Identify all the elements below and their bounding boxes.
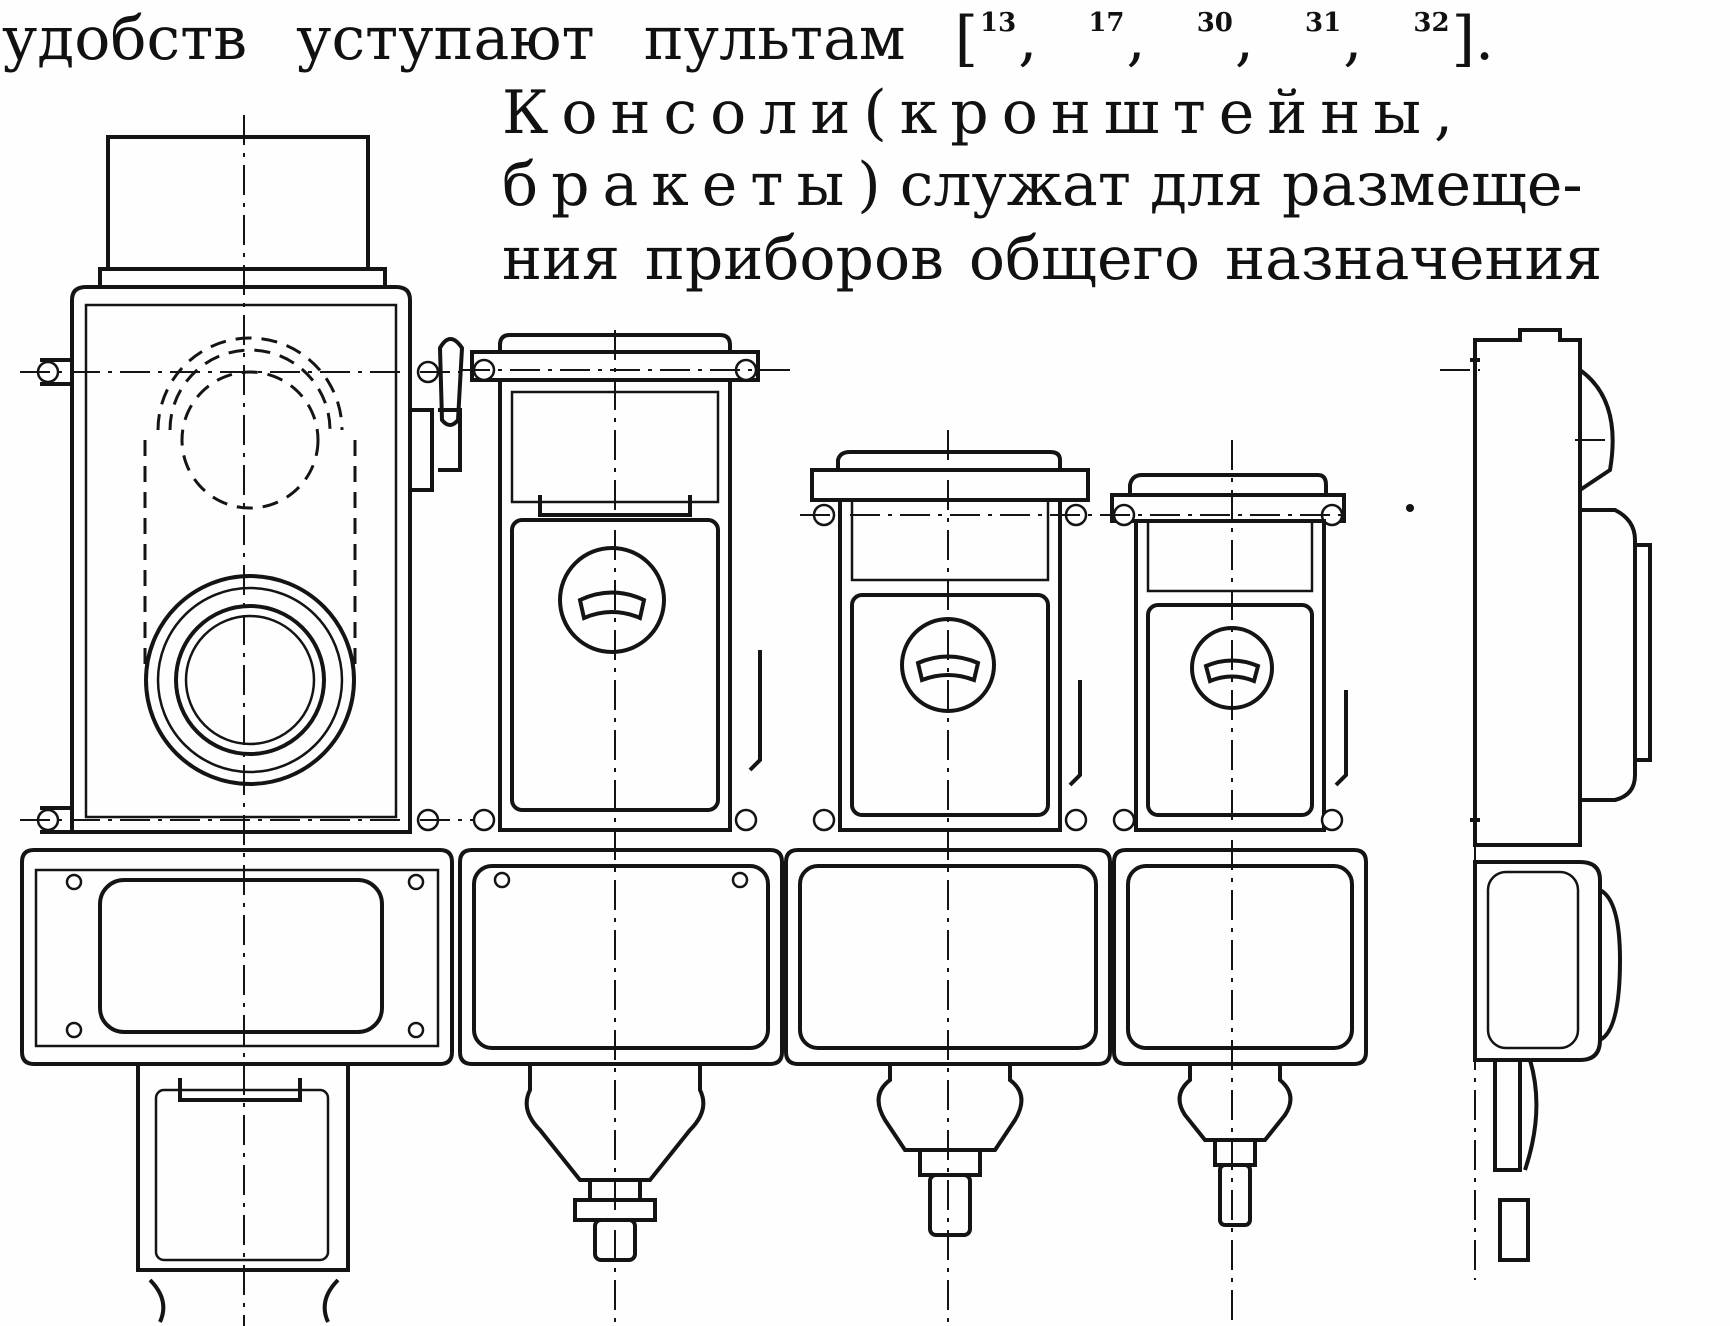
base-cover-1	[98, 878, 384, 1034]
unit2-plug	[918, 1150, 982, 1177]
cap-flange	[98, 267, 387, 289]
unit2-socket	[876, 1064, 1024, 1152]
lens-ring-2	[174, 604, 326, 756]
unit2-top	[836, 450, 1062, 470]
line3-spaced: бракеты	[502, 150, 858, 220]
unit2-flange	[810, 468, 1090, 502]
meter-unit-3	[1100, 440, 1414, 1326]
unit3-bolt-bl	[1112, 808, 1136, 832]
lamp-cap	[106, 135, 370, 271]
unit3-lever	[1334, 690, 1348, 787]
base-block-1	[20, 848, 454, 1066]
lens-outer	[144, 574, 356, 786]
hanging-box-inner	[154, 1088, 330, 1262]
screw-b1-d	[407, 1021, 425, 1039]
meter-unit-1	[458, 330, 790, 1326]
unit3-top	[1128, 473, 1328, 495]
text-line-3: бракеты) служат для размеще-	[502, 150, 1583, 220]
text-line-1: удобств уступают пультам [13, 17, 30, 31…	[2, 4, 1495, 74]
ref-32: 32	[1413, 8, 1450, 38]
unit2-bolt-br	[1064, 808, 1088, 832]
ref-31: 31	[1305, 8, 1342, 38]
lens-center	[184, 614, 316, 746]
side-base-cover	[1486, 870, 1580, 1050]
hidden-arc-1	[168, 348, 332, 431]
ref-30: 30	[1196, 8, 1233, 38]
unit3-plug-tip	[1218, 1163, 1252, 1227]
side-meter-cover	[1635, 543, 1652, 762]
screw-b2-a	[493, 871, 511, 889]
hidden-slot	[143, 440, 357, 670]
main-body-outer	[70, 285, 412, 834]
unit1-dial	[558, 546, 666, 654]
screw-b1-a	[65, 873, 83, 891]
unit1-bolt-bl	[472, 808, 496, 832]
switch-box	[410, 408, 434, 492]
main-body-inner	[84, 303, 398, 819]
text-line-2: Консоли(кронштейны,	[502, 78, 1467, 148]
unit1-bolt-br	[734, 808, 758, 832]
switch-plate	[438, 408, 462, 472]
side-body	[1473, 328, 1582, 847]
large-lamp-console	[20, 115, 480, 1326]
unit3-scale	[1203, 658, 1261, 684]
screw-b2-b	[731, 871, 749, 889]
screw-b1-b	[407, 873, 425, 891]
side-base	[1473, 860, 1602, 1062]
unit1-lever	[748, 650, 762, 772]
base-block-4	[1112, 848, 1368, 1066]
text-line-4: ния приборов общего назначения	[502, 224, 1603, 294]
base-inner-1	[34, 868, 440, 1048]
side-crossline	[1440, 369, 1610, 441]
unit1-panel	[510, 518, 720, 812]
unit3-socket	[1177, 1064, 1293, 1142]
unit2-plug-tip	[928, 1173, 972, 1237]
base-block-3	[784, 848, 1112, 1066]
side-base-bulge	[1598, 888, 1623, 1042]
side-plug	[1498, 1198, 1530, 1262]
ref-17: 17	[1088, 8, 1125, 38]
unit2-panel	[850, 593, 1050, 817]
unit3-flange	[1110, 493, 1346, 523]
unit2-window	[850, 498, 1050, 582]
screw-b1-c	[65, 1021, 83, 1039]
base-cover-2	[472, 864, 770, 1050]
lens-ring-1	[156, 586, 344, 774]
base-block-2	[458, 848, 784, 1066]
unit2-lever	[1068, 680, 1082, 787]
unit2-body	[838, 498, 1062, 832]
line1-main: удобств уступают пультам [	[2, 4, 978, 74]
ref-13: 13	[980, 8, 1017, 38]
unit1-scale	[577, 590, 647, 621]
hanging-legs	[148, 1278, 340, 1323]
unit2-bolt-bl	[812, 808, 836, 832]
base-cover-4	[1126, 864, 1354, 1050]
unit3-window	[1146, 519, 1314, 593]
unit3-plug	[1213, 1140, 1257, 1167]
side-socket	[1493, 1059, 1539, 1172]
meter-unit-2	[784, 430, 1112, 1326]
stray-dot	[1406, 504, 1414, 512]
ear-bottom-left	[40, 806, 72, 834]
crossline-1	[20, 371, 480, 821]
hidden-circle-inner	[180, 370, 320, 510]
unit2-scale	[915, 654, 981, 683]
side-meter-box	[1580, 508, 1637, 802]
unit1-hinge	[538, 495, 692, 517]
hanging-handle	[178, 1078, 302, 1102]
line1-end: ].	[1451, 4, 1495, 74]
unit3-panel	[1146, 603, 1314, 817]
side-view	[1440, 328, 1652, 1280]
line3-rest: ) служат для размеще-	[857, 150, 1583, 220]
side-lamp-hood	[1578, 368, 1615, 492]
ear-top-left	[40, 358, 72, 386]
hidden-arc-2	[156, 336, 344, 431]
unit3-bolt-br	[1320, 808, 1344, 832]
